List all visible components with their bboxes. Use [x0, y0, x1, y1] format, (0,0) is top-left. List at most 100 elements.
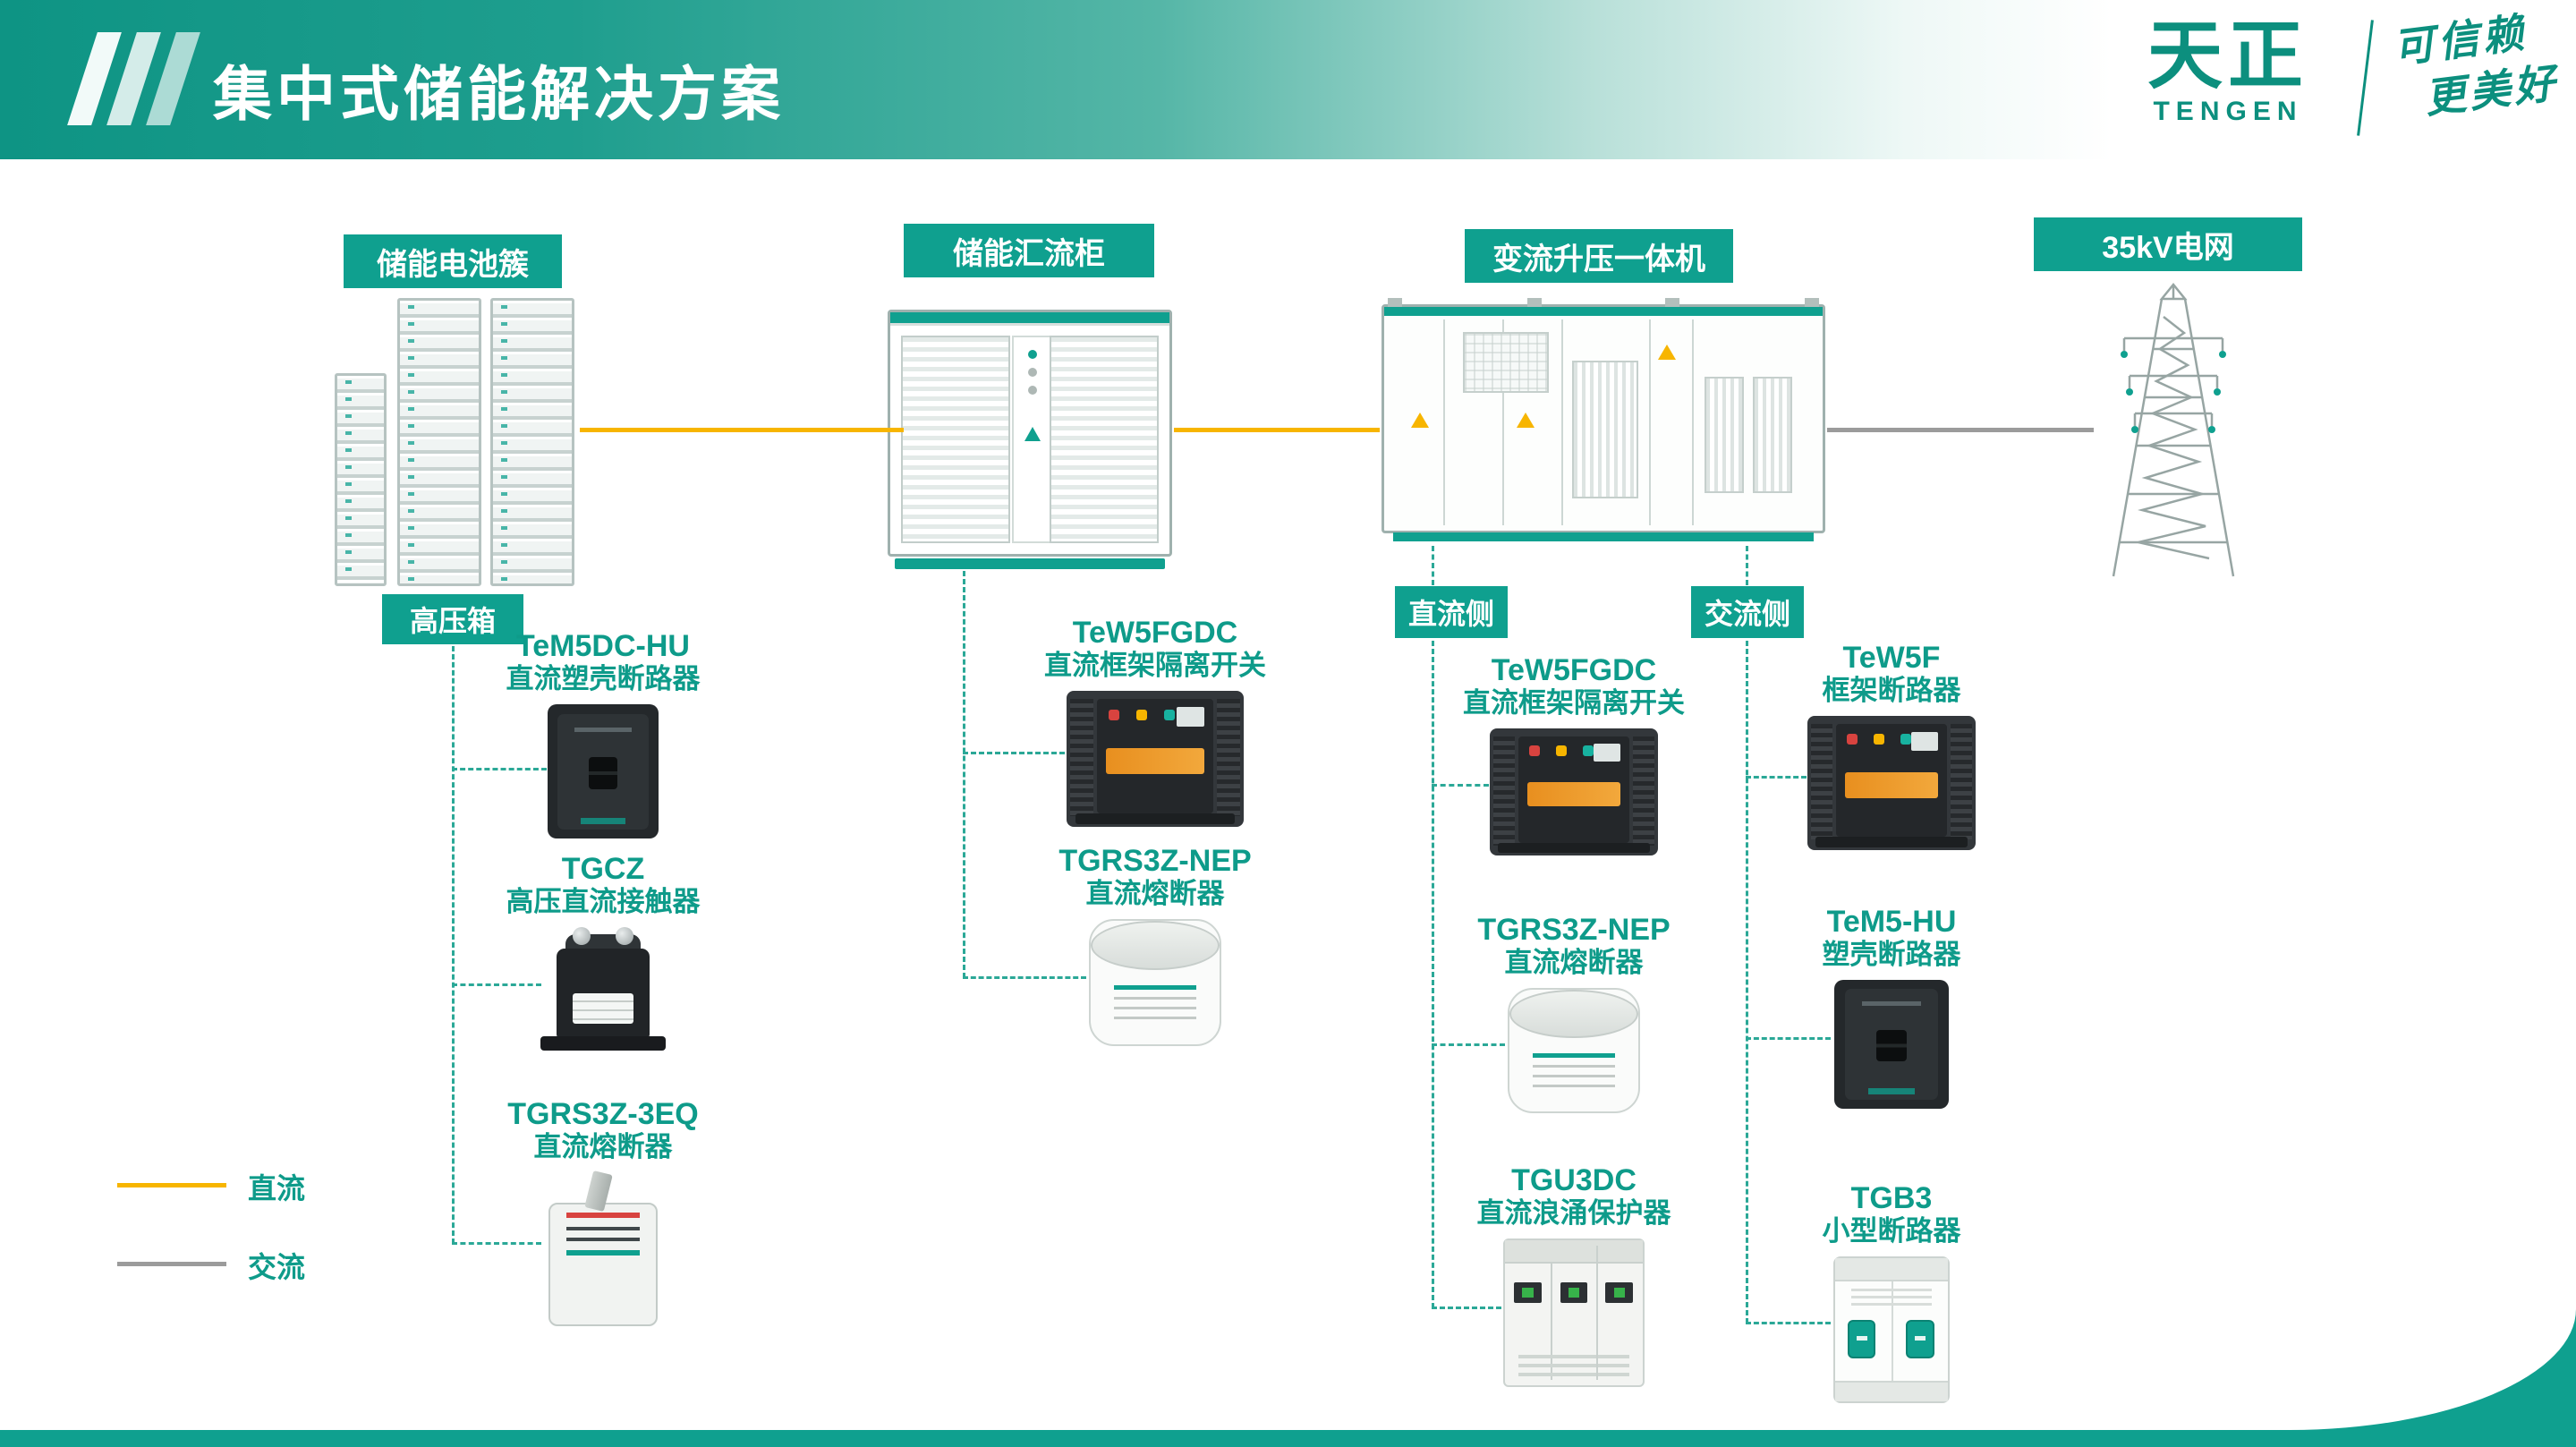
product-name: 塑壳断路器: [1822, 939, 1961, 970]
cabinet-louver-door-right: [1050, 336, 1159, 543]
product-model: TGRS3Z-NEP: [1058, 844, 1252, 878]
brand-divider: [2357, 20, 2374, 136]
contactor-product-image: [540, 927, 666, 1051]
product-tgcz: TGCZ 高压直流接触器: [487, 852, 719, 1051]
acb-product-image: [1067, 691, 1244, 827]
surge-protector-product-image: [1503, 1238, 1645, 1387]
indicator-led: [1136, 709, 1148, 720]
product-name: 直流熔断器: [1085, 878, 1225, 909]
power-tower-illustration: [2094, 281, 2253, 578]
terminal: [615, 927, 633, 945]
header-banner: 集中式储能解决方案 天正 TENGEN 可信赖 更美好: [0, 0, 2576, 159]
product-model: TeW5F: [1842, 641, 1941, 675]
tag-label-ac-side: 交流侧: [1691, 586, 1804, 638]
indicator-led: [1529, 745, 1541, 757]
display-window: [1911, 731, 1939, 752]
battery-rack-small: [335, 373, 387, 586]
brand-name-en: TENGEN: [2153, 97, 2303, 127]
product-model: TGCZ: [561, 852, 645, 886]
connector-dashed: [452, 983, 541, 986]
connector-dashed: [963, 571, 965, 978]
product-tew5fgdc-dc-side: TeW5FGDC 直流框架隔离开关: [1449, 653, 1699, 855]
cylinder-fuse-product-image: [1089, 919, 1221, 1046]
product-tem5dc-hu: TeM5DC-HU 直流塑壳断路器: [487, 629, 719, 838]
product-name: 直流塑壳断路器: [506, 663, 701, 694]
display-window: [1176, 707, 1204, 727]
dc-flow-line: [1174, 428, 1380, 432]
connector-dashed: [1432, 784, 1489, 787]
product-tgu3dc: TGU3DC 直流浪涌保护器: [1449, 1163, 1699, 1387]
cabinet-center-panel: [1012, 336, 1053, 543]
product-name: 高压直流接触器: [506, 886, 701, 917]
display-window: [1594, 743, 1621, 762]
product-model: TGRS3Z-NEP: [1477, 913, 1671, 947]
product-tew5fgdc-combiner: TeW5FGDC 直流框架隔离开关: [1030, 616, 1280, 827]
station-label-grid: 35kV电网: [2034, 217, 2302, 271]
product-name: 直流浪涌保护器: [1476, 1197, 1671, 1229]
connector-dashed: [452, 646, 455, 1244]
breaker-toggle: [1847, 1319, 1876, 1358]
legend-ac-label: 交流: [248, 1251, 306, 1283]
mccb-product-image: [548, 704, 659, 838]
product-tem5-hu: TeM5-HU 塑壳断路器: [1771, 905, 2012, 1109]
breaker-toggle: [588, 756, 618, 789]
title-bars-icon: [67, 32, 200, 125]
terminal: [573, 927, 591, 945]
connector-dashed: [1432, 1307, 1501, 1309]
product-model: TGRS3Z-3EQ: [507, 1097, 699, 1131]
product-tgb3: TGB3 小型断路器: [1771, 1181, 2012, 1403]
indicator-led: [1900, 734, 1911, 745]
product-tgrs3z-3eq: TGRS3Z-3EQ 直流熔断器: [487, 1097, 719, 1326]
page-title: 集中式储能解决方案: [213, 61, 785, 127]
product-model: TeW5FGDC: [1491, 653, 1657, 687]
connector-dashed: [1432, 641, 1434, 1308]
product-tgrs3z-nep-dc-side: TGRS3Z-NEP 直流熔断器: [1449, 913, 1699, 1113]
station-label-pcs-station: 变流升压一体机: [1465, 229, 1733, 283]
converter-station-illustration: [1382, 298, 1825, 544]
indicator-led: [1108, 709, 1119, 720]
indicator-led: [1874, 734, 1885, 745]
breaker-toggle: [1876, 1030, 1907, 1061]
cylinder-fuse-product-image: [1508, 988, 1640, 1113]
product-name: 直流熔断器: [1504, 947, 1644, 978]
warning-triangle-icon: [1411, 413, 1429, 428]
breaker-toggle: [1906, 1319, 1934, 1358]
brand-mark: [1024, 427, 1041, 441]
product-name: 直流框架隔离开关: [1044, 650, 1266, 681]
tag-label-high-voltage-box: 高压箱: [382, 594, 523, 644]
connector-dashed: [1746, 1037, 1831, 1040]
fuse-product-image: [548, 1170, 658, 1326]
ac-flow-line: [1827, 428, 2094, 432]
vent-grille: [1705, 377, 1744, 493]
status-window: [1514, 1281, 1542, 1303]
footer-bar: [0, 1430, 2576, 1447]
indicator-led: [1164, 709, 1176, 720]
mccb-product-image: [1834, 980, 1949, 1109]
connector-dashed: [1746, 641, 1748, 1324]
legend-dc-label: 直流: [248, 1172, 306, 1204]
connector-dashed: [1746, 1322, 1831, 1324]
acb-product-image: [1807, 716, 1976, 850]
brand-slogan: 可信赖 更美好: [2390, 4, 2561, 129]
product-model: TGU3DC: [1511, 1163, 1637, 1197]
connector-dashed: [1432, 1043, 1505, 1046]
connector-dashed: [1746, 776, 1807, 779]
indicator-dot: [1028, 368, 1037, 377]
vent-grille: [1572, 361, 1638, 498]
indicator-dot: [1028, 386, 1037, 395]
product-model: TeM5-HU: [1826, 905, 1957, 939]
warning-triangle-icon: [1517, 413, 1535, 428]
connector-dashed: [1746, 546, 1748, 585]
control-panel: [1463, 332, 1549, 393]
combiner-cabinet-illustration: [888, 310, 1172, 569]
vent-grille: [1753, 377, 1792, 493]
indicator-led: [1556, 745, 1568, 757]
product-name: 直流熔断器: [533, 1131, 673, 1162]
station-label-combiner-cabinet: 储能汇流柜: [904, 224, 1154, 277]
connector-dashed: [1432, 546, 1434, 585]
product-model: TeM5DC-HU: [516, 629, 690, 663]
indicator-led: [1582, 745, 1594, 757]
connector-dashed: [452, 1242, 541, 1245]
product-tew5f: TeW5F 框架断路器: [1771, 641, 2012, 850]
